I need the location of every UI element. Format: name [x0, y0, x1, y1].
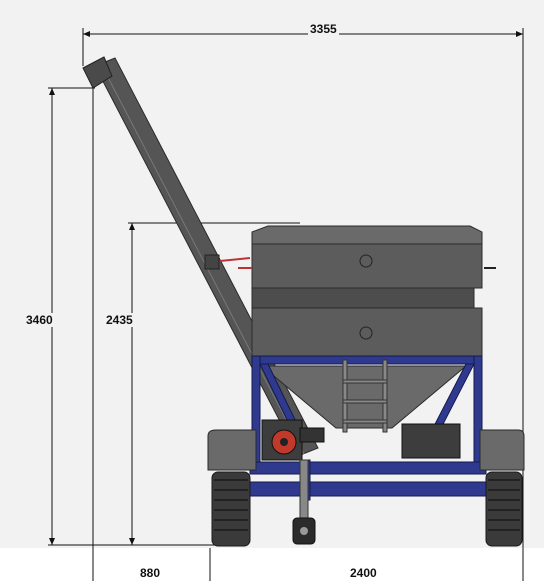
tires: [211, 471, 523, 547]
sight-glass-lower: [359, 326, 373, 340]
engine: [261, 419, 325, 461]
dimension-wheel-track: 2400: [348, 566, 379, 580]
hopper: [238, 225, 496, 429]
auger-spout: [82, 56, 113, 89]
hopper-funnel: [260, 365, 468, 429]
hopper-upper-section: [251, 243, 483, 289]
dimension-overall-height: 3460: [24, 313, 55, 327]
hopper-lower-section: [251, 307, 483, 357]
dimension-auger-offset: 880: [138, 566, 163, 580]
fenders: [207, 429, 525, 471]
control-box: [401, 423, 461, 459]
dimension-overall-width: 3355: [308, 22, 339, 36]
dimension-hopper-height: 2435: [104, 313, 135, 327]
hopper-lid: [251, 225, 483, 245]
chassis-beam: [249, 461, 487, 475]
sight-glass-upper: [359, 254, 373, 268]
jack-stand: [292, 459, 316, 545]
